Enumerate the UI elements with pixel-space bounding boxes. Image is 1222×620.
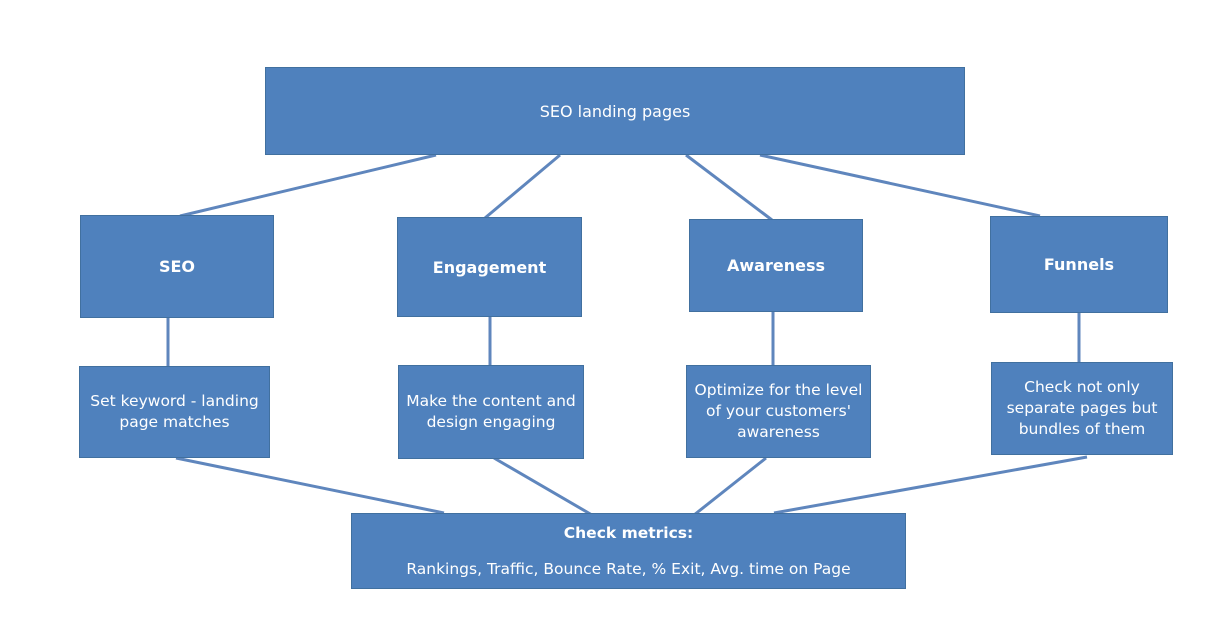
root-node-label: SEO landing pages bbox=[539, 101, 691, 121]
action-box-engagement: Make the content and design engaging bbox=[398, 365, 584, 459]
category-box-engagement: Engagement bbox=[397, 217, 582, 317]
root-node-box: SEO landing pages bbox=[265, 67, 965, 155]
metrics-list: Rankings, Traffic, Bounce Rate, % Exit, … bbox=[406, 559, 851, 578]
category-box-seo: SEO bbox=[80, 215, 274, 318]
category-label-funnels: Funnels bbox=[1043, 255, 1115, 274]
connector-root-awareness bbox=[685, 153, 773, 222]
connector-root-funnels bbox=[759, 153, 1041, 218]
category-label-seo: SEO bbox=[158, 257, 196, 276]
action-text-engagement: Make the content and design engaging bbox=[406, 392, 576, 431]
action-box-funnels: Check not only separate pages but bundle… bbox=[991, 362, 1173, 455]
category-box-awareness: Awareness bbox=[689, 219, 863, 312]
metrics-box: Check metrics: Rankings, Traffic, Bounce… bbox=[351, 513, 906, 589]
action-text-funnels: Check not only separate pages but bundle… bbox=[1006, 378, 1158, 438]
metrics-title: Check metrics: bbox=[563, 523, 694, 542]
connector-root-engagement bbox=[484, 153, 561, 220]
connector-engagement-metrics bbox=[493, 456, 593, 517]
connector-awareness-metrics bbox=[693, 456, 767, 517]
connector-funnels-metrics bbox=[773, 455, 1088, 515]
action-box-seo: Set keyword - landing page matches bbox=[79, 366, 270, 458]
connector-root-seo bbox=[179, 153, 437, 218]
action-text-awareness: Optimize for the level of your customers… bbox=[694, 381, 863, 441]
connector-seo-metrics bbox=[175, 456, 445, 515]
category-label-engagement: Engagement bbox=[432, 257, 547, 277]
category-label-awareness: Awareness bbox=[727, 256, 825, 275]
action-text-seo: Set keyword - landing page matches bbox=[90, 392, 259, 431]
category-box-funnels: Funnels bbox=[990, 216, 1168, 313]
action-box-awareness: Optimize for the level of your customers… bbox=[686, 365, 871, 458]
